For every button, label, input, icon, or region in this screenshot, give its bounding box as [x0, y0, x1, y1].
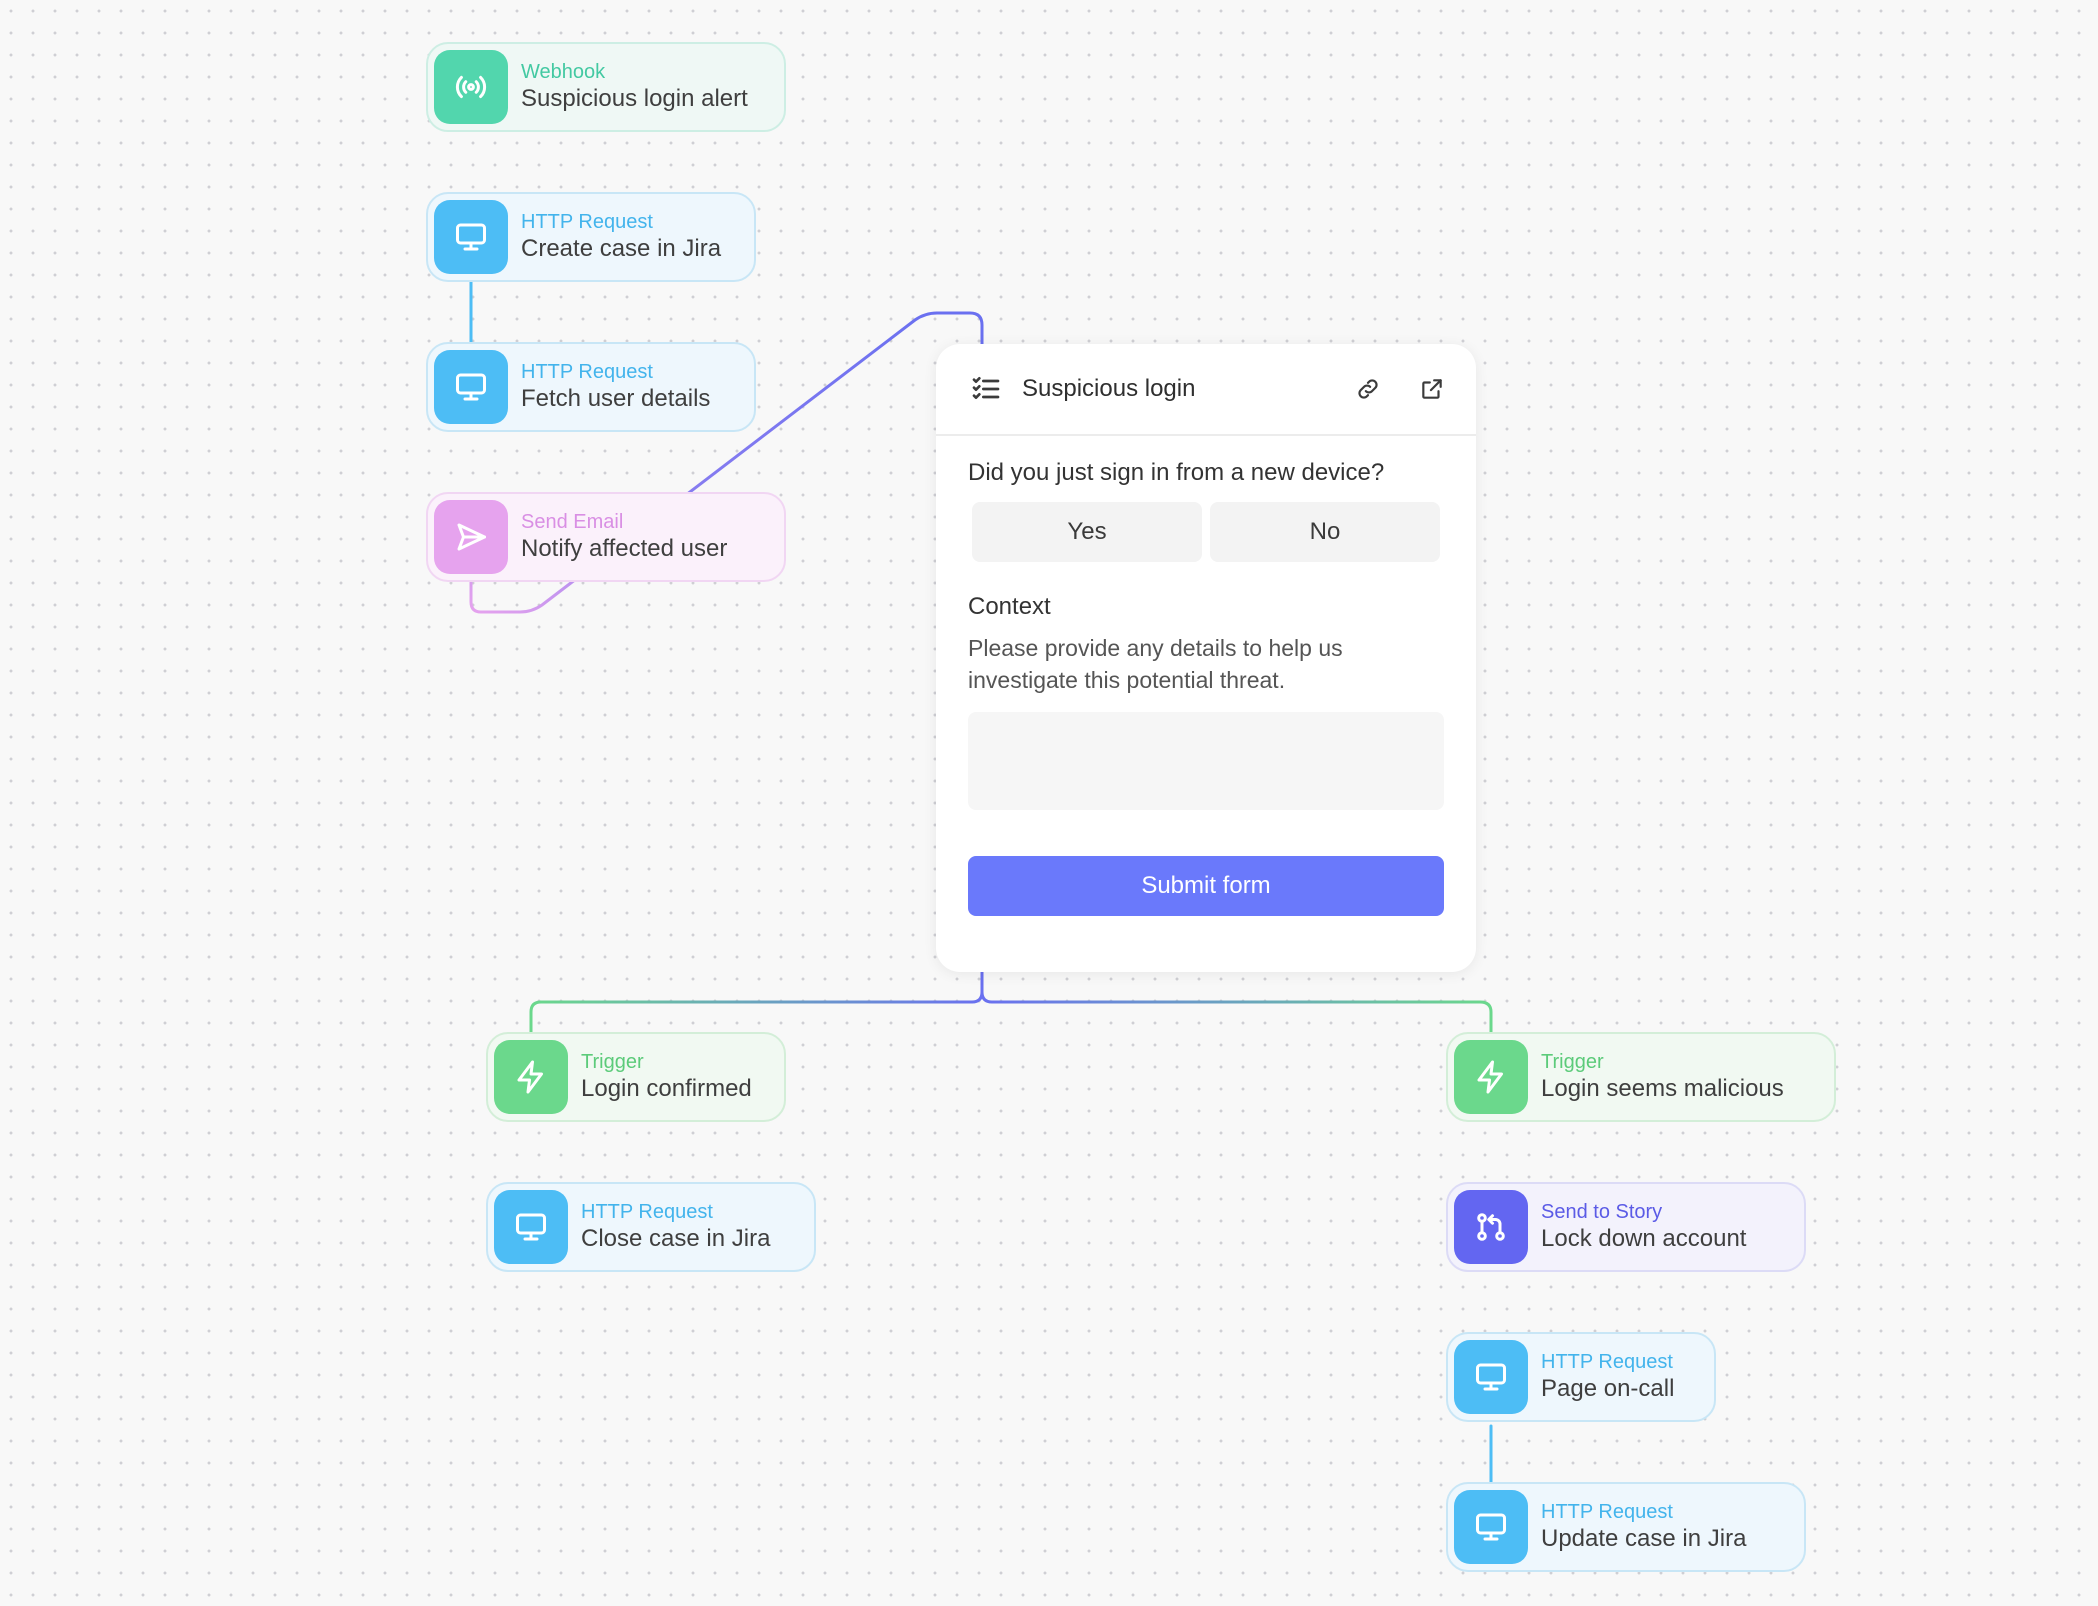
lightning-icon: [1454, 1040, 1528, 1114]
node-title: Notify affected user: [521, 535, 728, 562]
node-create-case[interactable]: HTTP Request Create case in Jira: [426, 192, 756, 282]
node-kind: Send Email: [521, 511, 624, 533]
node-trigger-malicious[interactable]: Trigger Login seems malicious: [1446, 1032, 1836, 1122]
git-pull-request-icon: [1454, 1190, 1528, 1264]
node-kind: HTTP Request: [521, 211, 653, 233]
checklist-icon: [970, 373, 1002, 405]
node-kind: HTTP Request: [521, 361, 653, 383]
lightning-icon: [494, 1040, 568, 1114]
node-title: Fetch user details: [521, 385, 711, 412]
context-label: Context: [968, 593, 1051, 620]
form-title: Suspicious login: [1022, 375, 1196, 402]
send-icon: [434, 500, 508, 574]
monitor-icon: [434, 350, 508, 424]
monitor-icon: [1454, 1340, 1528, 1414]
form-header: Suspicious login: [936, 344, 1476, 436]
node-title: Create case in Jira: [521, 235, 722, 262]
open-external-button[interactable]: [1414, 371, 1450, 407]
node-title: Suspicious login alert: [521, 85, 748, 112]
node-update-case[interactable]: HTTP Request Update case in Jira: [1446, 1482, 1806, 1572]
form-panel: Suspicious login Did you just sign in fr…: [936, 344, 1476, 972]
choice-no-button[interactable]: No: [1210, 502, 1440, 562]
node-send-to-story[interactable]: Send to Story Lock down account: [1446, 1182, 1806, 1272]
node-kind: Trigger: [1541, 1051, 1604, 1073]
choice-group: Yes No: [968, 502, 1444, 562]
node-kind: HTTP Request: [581, 1201, 713, 1223]
node-page-oncall[interactable]: HTTP Request Page on-call: [1446, 1332, 1716, 1422]
node-trigger-confirmed[interactable]: Trigger Login confirmed: [486, 1032, 786, 1122]
node-kind: HTTP Request: [1541, 1501, 1673, 1523]
node-title: Login seems malicious: [1541, 1075, 1784, 1102]
context-help-text: Please provide any details to help us in…: [968, 635, 1343, 693]
node-close-case[interactable]: HTTP Request Close case in Jira: [486, 1182, 816, 1272]
node-fetch-user[interactable]: HTTP Request Fetch user details: [426, 342, 756, 432]
webhook-icon: [434, 50, 508, 124]
node-kind: HTTP Request: [1541, 1351, 1673, 1373]
choice-yes-button[interactable]: Yes: [972, 502, 1202, 562]
link-icon: [1358, 379, 1378, 399]
monitor-icon: [434, 200, 508, 274]
node-title: Lock down account: [1541, 1225, 1747, 1252]
link-button[interactable]: [1350, 371, 1386, 407]
node-title: Login confirmed: [581, 1075, 752, 1102]
monitor-icon: [1454, 1490, 1528, 1564]
node-kind: Send to Story: [1541, 1201, 1663, 1223]
node-title: Page on-call: [1541, 1375, 1675, 1402]
submit-form-button[interactable]: Submit form: [968, 856, 1444, 916]
node-kind: Trigger: [581, 1051, 644, 1073]
node-webhook[interactable]: Webhook Suspicious login alert: [426, 42, 786, 132]
node-send-email[interactable]: Send Email Notify affected user: [426, 492, 786, 582]
context-input[interactable]: [968, 712, 1444, 810]
node-kind: Webhook: [521, 61, 606, 83]
external-link-icon: [1422, 379, 1442, 399]
form-question: Did you just sign in from a new device?: [968, 459, 1385, 486]
monitor-icon: [494, 1190, 568, 1264]
node-title: Close case in Jira: [581, 1225, 771, 1252]
node-title: Update case in Jira: [1541, 1525, 1747, 1552]
